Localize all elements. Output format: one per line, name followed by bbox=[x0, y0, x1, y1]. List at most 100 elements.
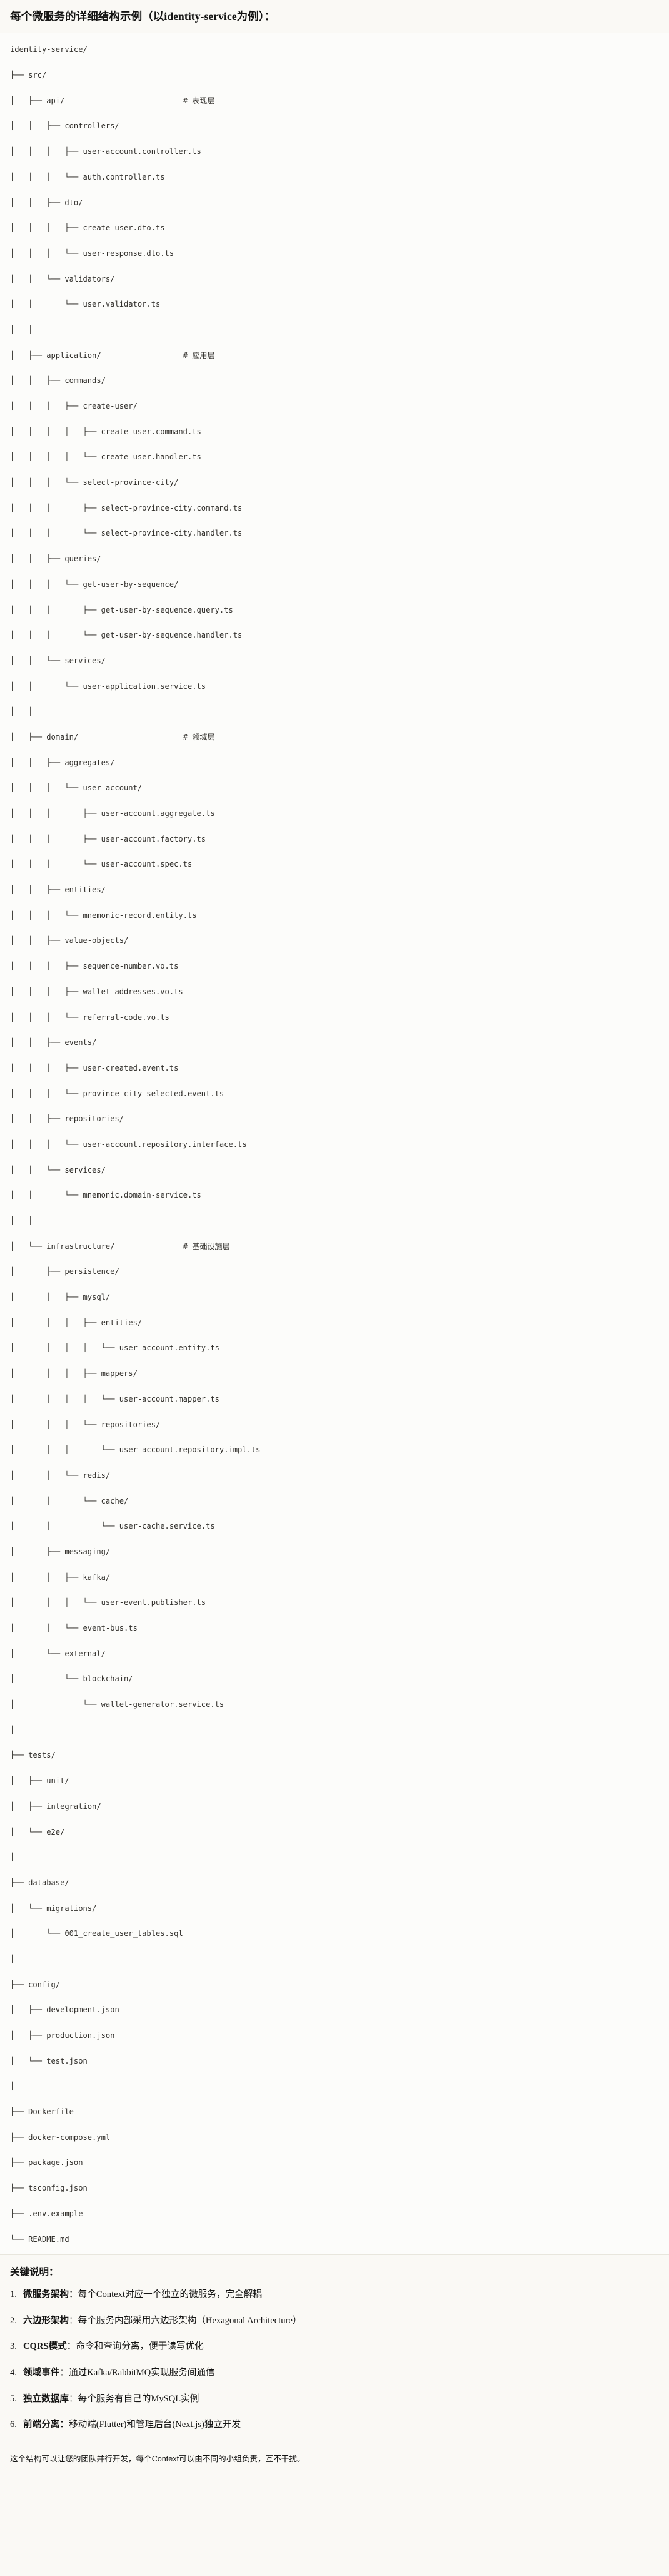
tree-line: │ │ │ ├── user-account.factory.ts bbox=[10, 834, 206, 843]
tree-line: │ │ │ └── select-province-city/ bbox=[10, 478, 179, 487]
tree-line: │ bbox=[10, 1853, 15, 1862]
document-page: 每个微服务的详细结构示例（以identity-service为例）： ident… bbox=[0, 0, 669, 2474]
key-note-description: 每个服务有自己的MySQL实例 bbox=[78, 2393, 199, 2404]
tree-line: │ │ └── redis/ bbox=[10, 1470, 111, 1480]
tree-line: ├── tests/ bbox=[10, 1751, 56, 1760]
tree-path: │ ├── application/ bbox=[10, 350, 183, 360]
tree-line: │ └── test.json bbox=[10, 2056, 88, 2065]
tree-line: │ │ │ └── select-province-city.handler.t… bbox=[10, 529, 243, 538]
tree-line: │ │ └── validators/ bbox=[10, 274, 115, 283]
tree-line: │ └── 001_create_user_tables.sql bbox=[10, 1929, 183, 1938]
key-note-description: 每个服务内部采用六边形架构（Hexagonal Architecture） bbox=[78, 2315, 302, 2326]
tree-line: │ │ │ ├── mappers/ bbox=[10, 1369, 138, 1378]
tree-line: │ │ │ ├── user-account.aggregate.ts bbox=[10, 809, 215, 818]
key-note-item: 六边形架构：每个服务内部采用六边形架构（Hexagonal Architectu… bbox=[10, 2314, 659, 2328]
tree-line: │ │ │ └── mnemonic-record.entity.ts bbox=[10, 910, 197, 920]
closing-paragraph: 这个结构可以让您的团队并行开发，每个Context可以由不同的小组负责，互不干扰… bbox=[0, 2452, 669, 2474]
tree-line: │ │ │ └── user-account.repository.impl.t… bbox=[10, 1445, 261, 1455]
tree-line: ├── database/ bbox=[10, 1878, 69, 1887]
tree-line: │ │ │ ├── user-account.controller.ts bbox=[10, 147, 201, 156]
tree-line: │ │ ├── events/ bbox=[10, 1038, 97, 1047]
tree-line: │ bbox=[10, 1725, 15, 1734]
tree-line: │ │ │ └── auth.controller.ts bbox=[10, 172, 165, 181]
key-note-item: 微服务架构：每个Context对应一个独立的微服务，完全解耦 bbox=[10, 2288, 659, 2302]
tree-line: │ ├── production.json bbox=[10, 2031, 115, 2040]
tree-line: │ │ │ └── user-response.dto.ts bbox=[10, 248, 174, 258]
tree-line: │ │ │ └── get-user-by-sequence/ bbox=[10, 579, 179, 589]
tree-line: │ ├── integration/ bbox=[10, 1801, 101, 1811]
title-section: 每个微服务的详细结构示例（以identity-service为例）： bbox=[0, 0, 669, 33]
key-note-title: 领域事件 bbox=[23, 2367, 60, 2378]
key-note-description: 通过Kafka/RabbitMQ实现服务间通信 bbox=[69, 2367, 215, 2378]
tree-path: │ └── infrastructure/ bbox=[10, 1241, 183, 1251]
tree-comment: # 领域层 bbox=[183, 732, 215, 741]
tree-line: │ │ bbox=[10, 707, 33, 716]
tree-line: │ │ │ ├── sequence-number.vo.ts bbox=[10, 962, 179, 971]
tree-line: │ │ └── event-bus.ts bbox=[10, 1624, 138, 1632]
key-note-separator: ： bbox=[59, 2420, 69, 2430]
key-notes-section: 关键说明： 微服务架构：每个Context对应一个独立的微服务，完全解耦六边形架… bbox=[0, 2254, 669, 2448]
tree-line: │ ├── persistence/ bbox=[10, 1267, 119, 1276]
key-note-separator: ： bbox=[59, 2367, 69, 2378]
tree-line: │ ├── development.json bbox=[10, 2005, 119, 2015]
tree-line: │ │ ├── mysql/ bbox=[10, 1293, 111, 1302]
tree-line: │ │ │ └── repositories/ bbox=[10, 1420, 161, 1429]
tree-line: │ │ └── user.validator.ts bbox=[10, 300, 161, 309]
tree-line: ├── src/ bbox=[10, 71, 47, 80]
tree-line: │ │ ├── entities/ bbox=[10, 885, 106, 895]
tree-line: │ │ │ │ └── user-account.mapper.ts bbox=[10, 1394, 219, 1403]
tree-line: │ │ │ ├── get-user-by-sequence.query.ts bbox=[10, 605, 233, 614]
tree-line: │ │ │ └── get-user-by-sequence.handler.t… bbox=[10, 631, 243, 640]
tree-line: │ │ bbox=[10, 325, 33, 334]
key-note-description: 移动端(Flutter)和管理后台(Next.js)独立开发 bbox=[69, 2420, 241, 2430]
key-note-description: 每个Context对应一个独立的微服务，完全解耦 bbox=[78, 2289, 262, 2300]
tree-line: ├── package.json bbox=[10, 2158, 83, 2167]
tree-line: │ ├── api/ # 表现层 bbox=[10, 94, 659, 107]
tree-line: ├── tsconfig.json bbox=[10, 2184, 88, 2193]
tree-line: │ │ └── cache/ bbox=[10, 1496, 129, 1505]
tree-line: │ │ │ │ └── create-user.handler.ts bbox=[10, 452, 201, 462]
tree-comment: # 表现层 bbox=[183, 96, 215, 105]
directory-tree: identity-service/ ├── src/ │ ├── api/ # … bbox=[0, 43, 669, 2245]
key-note-item: 前端分离：移动端(Flutter)和管理后台(Next.js)独立开发 bbox=[10, 2418, 659, 2432]
tree-line: │ └── blockchain/ bbox=[10, 1674, 133, 1684]
tree-line: │ └── e2e/ bbox=[10, 1827, 65, 1836]
tree-line: │ │ │ ├── user-created.event.ts bbox=[10, 1063, 179, 1072]
page-title: 每个微服务的详细结构示例（以identity-service为例）： bbox=[10, 10, 276, 23]
tree-line: │ ├── messaging/ bbox=[10, 1547, 111, 1556]
tree-line: │ │ │ ├── create-user/ bbox=[10, 402, 138, 410]
tree-line: │ │ ├── kafka/ bbox=[10, 1572, 111, 1582]
tree-line: │ │ └── mnemonic.domain-service.ts bbox=[10, 1191, 201, 1200]
key-note-separator: ： bbox=[66, 2341, 76, 2352]
tree-line: └── README.md bbox=[10, 2234, 69, 2244]
tree-line: │ └── infrastructure/ # 基础设施层 bbox=[10, 1240, 659, 1253]
tree-path: │ ├── api/ bbox=[10, 96, 183, 105]
tree-line: identity-service/ bbox=[10, 45, 88, 54]
tree-line: │ │ │ └── referral-code.vo.ts bbox=[10, 1012, 169, 1022]
code-divider bbox=[0, 2254, 669, 2255]
key-note-title: CQRS模式 bbox=[23, 2341, 67, 2352]
tree-line: │ └── wallet-generator.service.ts bbox=[10, 1700, 224, 1709]
tree-line: │ │ └── services/ bbox=[10, 656, 106, 665]
tree-line: │ │ │ └── user-account.repository.interf… bbox=[10, 1139, 247, 1149]
tree-line: │ ├── unit/ bbox=[10, 1776, 69, 1786]
tree-line: │ ├── application/ # 应用层 bbox=[10, 349, 659, 362]
tree-line: ├── config/ bbox=[10, 1980, 61, 1989]
tree-line: │ │ ├── commands/ bbox=[10, 376, 106, 385]
tree-line: │ │ │ └── user-event.publisher.ts bbox=[10, 1598, 206, 1607]
tree-line: │ bbox=[10, 1954, 15, 1963]
key-note-item: 独立数据库：每个服务有自己的MySQL实例 bbox=[10, 2392, 659, 2406]
tree-line: │ │ ├── controllers/ bbox=[10, 121, 119, 131]
tree-line: │ ├── domain/ # 领域层 bbox=[10, 731, 659, 743]
tree-line: │ │ bbox=[10, 1216, 33, 1225]
tree-line: │ │ └── services/ bbox=[10, 1165, 106, 1174]
tree-line: │ │ │ └── user-account.spec.ts bbox=[10, 860, 193, 869]
key-notes-heading: 关键说明： bbox=[10, 2266, 59, 2278]
tree-line: ├── docker-compose.yml bbox=[10, 2132, 111, 2142]
tree-line: │ │ │ ├── create-user.dto.ts bbox=[10, 223, 165, 233]
tree-line: │ │ ├── dto/ bbox=[10, 198, 83, 207]
tree-line: ├── .env.example bbox=[10, 2209, 83, 2218]
key-note-title: 前端分离 bbox=[23, 2420, 60, 2430]
key-note-title: 六边形架构 bbox=[23, 2315, 69, 2326]
tree-comment: # 基础设施层 bbox=[183, 1241, 230, 1251]
